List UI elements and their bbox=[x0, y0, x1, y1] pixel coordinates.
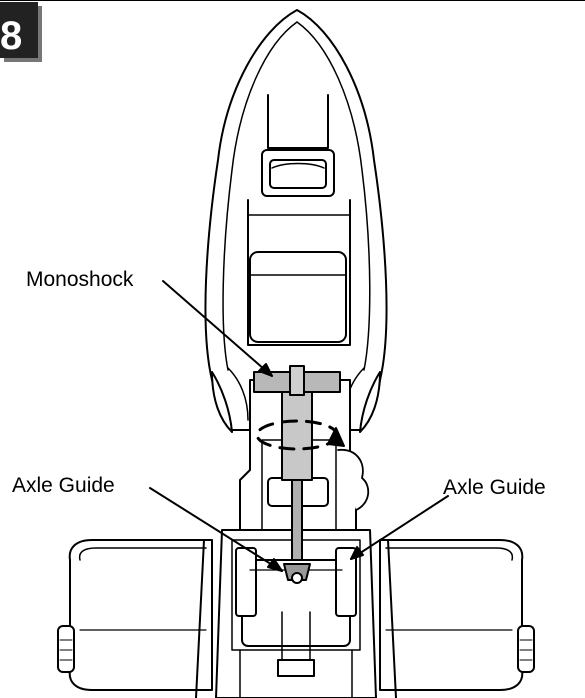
seat-body bbox=[204, 9, 388, 433]
step-badge: 8 bbox=[0, 2, 38, 58]
left-wheel bbox=[57, 539, 213, 691]
step-number: 8 bbox=[0, 14, 23, 58]
axle-cage bbox=[195, 529, 397, 698]
monoshock-label: Monoshock bbox=[26, 268, 134, 291]
right-wheel bbox=[379, 539, 535, 691]
monoshock-part bbox=[253, 365, 345, 584]
callout-lines bbox=[149, 280, 449, 572]
axle-guide-left-label: Axle Guide bbox=[12, 474, 115, 497]
axle-guide-right-label: Axle Guide bbox=[443, 476, 546, 499]
top-rule bbox=[0, 0, 585, 1]
